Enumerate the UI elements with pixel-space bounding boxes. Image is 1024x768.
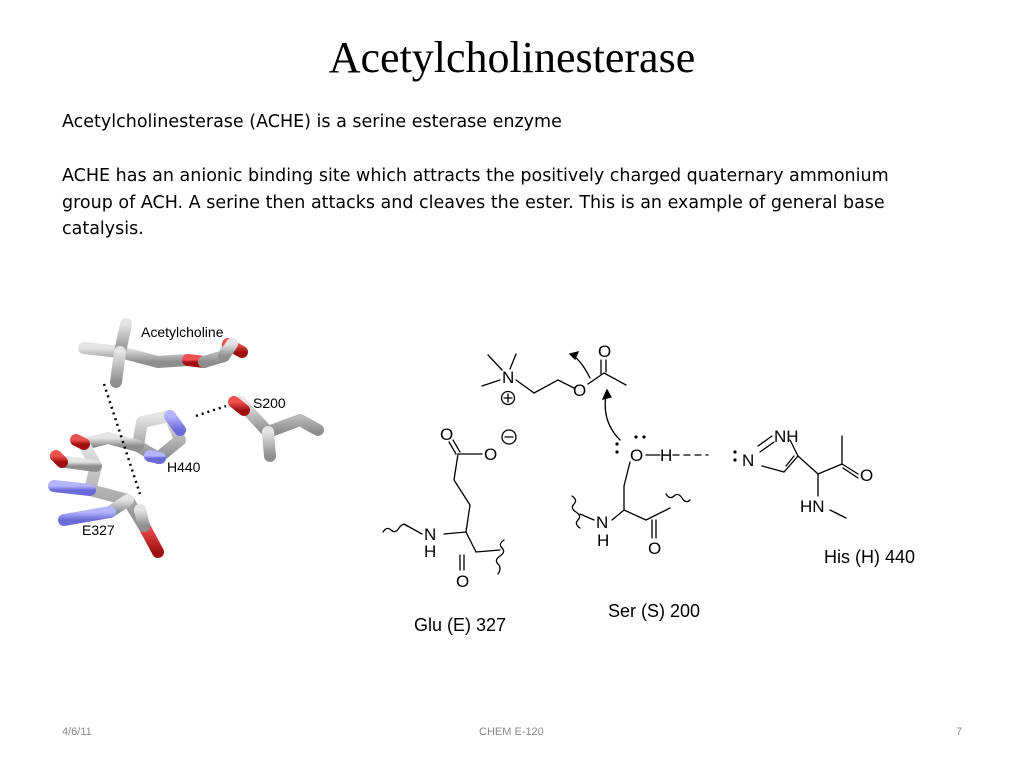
mechanism-paragraph: ACHE has an anionic binding site which a…: [62, 166, 889, 239]
atom-o-ser-backbone: O: [648, 539, 661, 558]
footer-date: 4/6/11: [62, 726, 92, 738]
glu327-structure: [382, 429, 517, 575]
intro-line: Acetylcholinesterase (ACHE) is a serine …: [62, 112, 562, 132]
footer-page-number: 7: [956, 726, 963, 738]
atom-h-ser-n: H: [597, 531, 609, 550]
serine-s200-stick: [228, 396, 332, 468]
atom-o-ester: O: [573, 381, 586, 400]
his440-structure: [757, 435, 859, 519]
atom-hn-his: HN: [800, 497, 825, 516]
glutamate-e327-stick: [134, 504, 164, 558]
acetylcholine-structure: [481, 351, 627, 406]
atom-o-his: O: [860, 466, 873, 485]
atom-h-ser: H: [660, 446, 672, 465]
histidine-h440-stick: [48, 410, 186, 532]
lone-pair-dots: [615, 435, 737, 462]
atom-o-glu-carbonyl: O: [440, 425, 453, 444]
atom-o-glu-backbone: O: [456, 572, 469, 591]
atom-n-his: N: [742, 451, 754, 470]
s200-label: S200: [253, 395, 286, 411]
atom-n-glu: N: [424, 525, 436, 544]
h440-label: H440: [167, 459, 201, 475]
acetylcholine-stick: [78, 318, 248, 388]
atom-n-plus: N: [502, 368, 514, 387]
his-caption: His (H) 440: [824, 547, 916, 567]
atom-o-carbonyl: O: [598, 342, 611, 361]
slide-title: Acetylcholinesterase: [328, 33, 696, 82]
atom-nh-his: NH: [774, 427, 799, 446]
acetylcholine-label: Acetylcholine: [141, 324, 224, 340]
glu-caption: Glu (E) 327: [414, 615, 507, 635]
atom-n-ser: N: [596, 513, 608, 532]
ser200-structure: [571, 388, 709, 539]
atom-o-ser: O: [630, 446, 643, 465]
atom-o-glu-anion: O: [484, 445, 497, 464]
atom-h-glu: H: [424, 542, 436, 561]
ser-caption: Ser (S) 200: [608, 601, 701, 621]
footer-course: CHEM E-120: [479, 726, 544, 738]
e327-label: E327: [82, 522, 115, 538]
